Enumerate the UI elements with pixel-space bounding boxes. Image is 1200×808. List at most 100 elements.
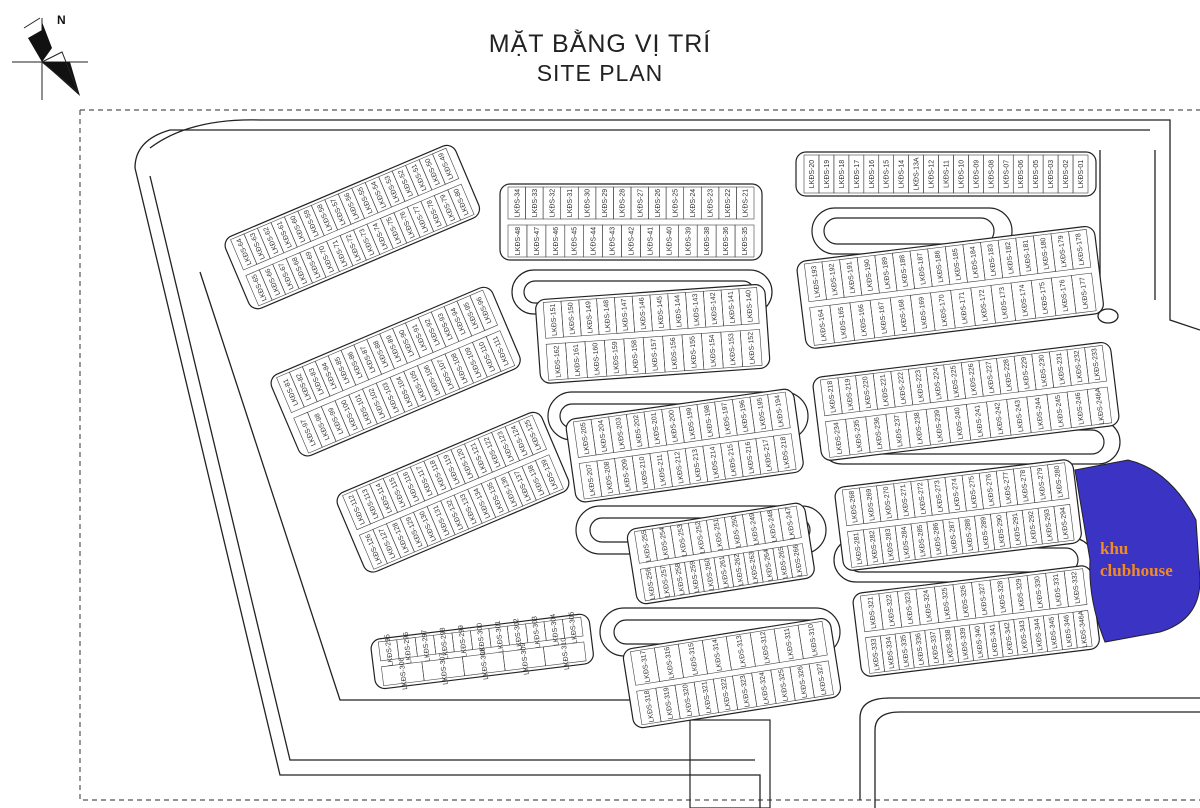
lot-label: LKĐS-35: [742, 227, 749, 256]
lot-cell[interactable]: [1072, 610, 1093, 649]
lot-label: LKĐS-329: [1016, 578, 1027, 611]
lot-label: LKĐS-13A: [914, 157, 921, 190]
lot-label: LKĐS-246A: [1095, 387, 1106, 425]
lot-block-left-3[interactable]: LKĐS-112LKĐS-113LKĐS-114LKĐS-115LKĐS-116…: [334, 409, 572, 575]
lot-cell[interactable]: [1053, 504, 1075, 543]
lot-label: LKĐS-14: [899, 160, 906, 189]
lot-label: LKĐS-147: [621, 298, 630, 331]
lot-label: LKĐS-26: [655, 189, 662, 218]
lot-cell[interactable]: [773, 433, 797, 473]
lot-cell[interactable]: [1047, 462, 1070, 501]
lot-label: LKĐS-33: [532, 189, 539, 218]
lot-label: LKĐS-207: [586, 463, 597, 496]
lot-label: LKĐS-345: [1048, 616, 1059, 649]
north-arrow-icon: [12, 17, 88, 100]
lot-cell[interactable]: [734, 224, 755, 258]
lot-label: LKĐS-201: [651, 412, 662, 445]
lot-label: LKĐS-182: [1005, 241, 1016, 274]
lot-cell[interactable]: [736, 186, 755, 220]
lot-label: LKĐS-324: [923, 589, 934, 622]
lot-label: LKĐS-48: [515, 227, 522, 256]
lot-label: LKĐS-271: [900, 484, 911, 517]
lot-label: LKĐS-144: [674, 295, 683, 328]
lot-label: LKĐS-214: [709, 446, 720, 479]
lot-label: LKĐS-326: [960, 585, 971, 618]
lot-label: LKĐS-188: [899, 254, 910, 287]
lot-label: LKĐS-281: [853, 532, 864, 565]
lot-label: LKĐS-150: [568, 302, 577, 335]
block-outline: [834, 459, 1082, 571]
lot-label: LKĐS-28: [620, 189, 627, 218]
lot-block-upper-left[interactable]: LKĐS-64LKĐS-63LKĐS-62LKĐS-61LKĐS-60LKĐS-…: [222, 142, 483, 311]
lot-cell[interactable]: [797, 621, 828, 660]
lot-label: LKĐS-319: [663, 687, 675, 720]
lot-label: LKĐS-12: [929, 160, 936, 189]
lot-label: LKĐS-212: [674, 451, 685, 484]
lot-cell[interactable]: [778, 505, 802, 541]
lot-label: LKĐS-205: [580, 422, 591, 455]
lot-label: LKĐS-253: [677, 524, 689, 557]
lot-label: LKĐS-248: [767, 509, 779, 542]
lot-cell[interactable]: [1086, 386, 1113, 426]
lot-cell[interactable]: [767, 391, 791, 431]
lot-block-left-2[interactable]: LKĐS-81LKĐS-82LKĐS-83LKĐS-84LKĐS-85LKĐS-…: [268, 284, 523, 459]
lot-cell[interactable]: [1072, 154, 1089, 194]
lot-label: LKĐS-165: [838, 306, 849, 339]
lot-label: LKĐS-242: [994, 402, 1005, 435]
lot-cell[interactable]: [432, 147, 460, 185]
lot-cell[interactable]: [1068, 229, 1092, 270]
lot-cell[interactable]: [543, 641, 587, 667]
clubhouse-area[interactable]: [1074, 459, 1200, 643]
lot-label: LKĐS-42: [629, 227, 636, 256]
lot-label: LKĐS-149: [585, 301, 594, 334]
lot-cell[interactable]: [518, 414, 548, 456]
lot-label: LKĐS-199: [686, 407, 697, 440]
lot-cell[interactable]: [447, 183, 475, 221]
lot-cell[interactable]: [808, 660, 834, 698]
lot-label: LKĐS-299: [458, 625, 469, 658]
lot-cell[interactable]: [562, 616, 584, 639]
lot-label: LKĐS-16: [869, 160, 876, 189]
lot-label: LKĐS-03: [1048, 160, 1055, 189]
lot-label: LKĐS-24: [690, 189, 697, 218]
lot-label: LKĐS-300: [476, 622, 487, 655]
lot-cell[interactable]: [469, 289, 498, 331]
lot-label: LKĐS-229: [1021, 356, 1032, 389]
lot-cell[interactable]: [1071, 272, 1097, 314]
lot-cell[interactable]: [787, 543, 808, 578]
lot-label: LKĐS-34: [514, 189, 521, 218]
lot-cell[interactable]: [739, 329, 763, 367]
lot-label: LKĐS-164: [818, 309, 829, 342]
lot-cell[interactable]: [1084, 345, 1107, 384]
lot-label: LKĐS-312: [760, 631, 772, 664]
block-outline: [795, 151, 1097, 197]
lot-cell[interactable]: [485, 330, 516, 372]
lot-label: LKĐS-346A: [1078, 610, 1089, 648]
lot-label: LKĐS-308: [479, 647, 490, 680]
lot-label: LKĐS-272: [917, 482, 928, 515]
lot-label: LKĐS-255: [641, 529, 653, 562]
lot-label: LKĐS-336: [915, 633, 926, 666]
lot-label: LKĐS-258: [675, 562, 687, 595]
lot-label: LKĐS-252: [695, 521, 707, 554]
lot-label: LKĐS-45: [572, 227, 579, 256]
clubhouse-label-line2: clubhouse: [1100, 561, 1173, 580]
lot-label: LKĐS-38: [704, 227, 711, 256]
road-network: [134, 119, 1200, 808]
lot-label: LKĐS-317: [640, 650, 652, 683]
lot-cell[interactable]: [535, 454, 564, 495]
lot-cell[interactable]: [738, 287, 760, 325]
lot-cell[interactable]: [1063, 568, 1088, 608]
